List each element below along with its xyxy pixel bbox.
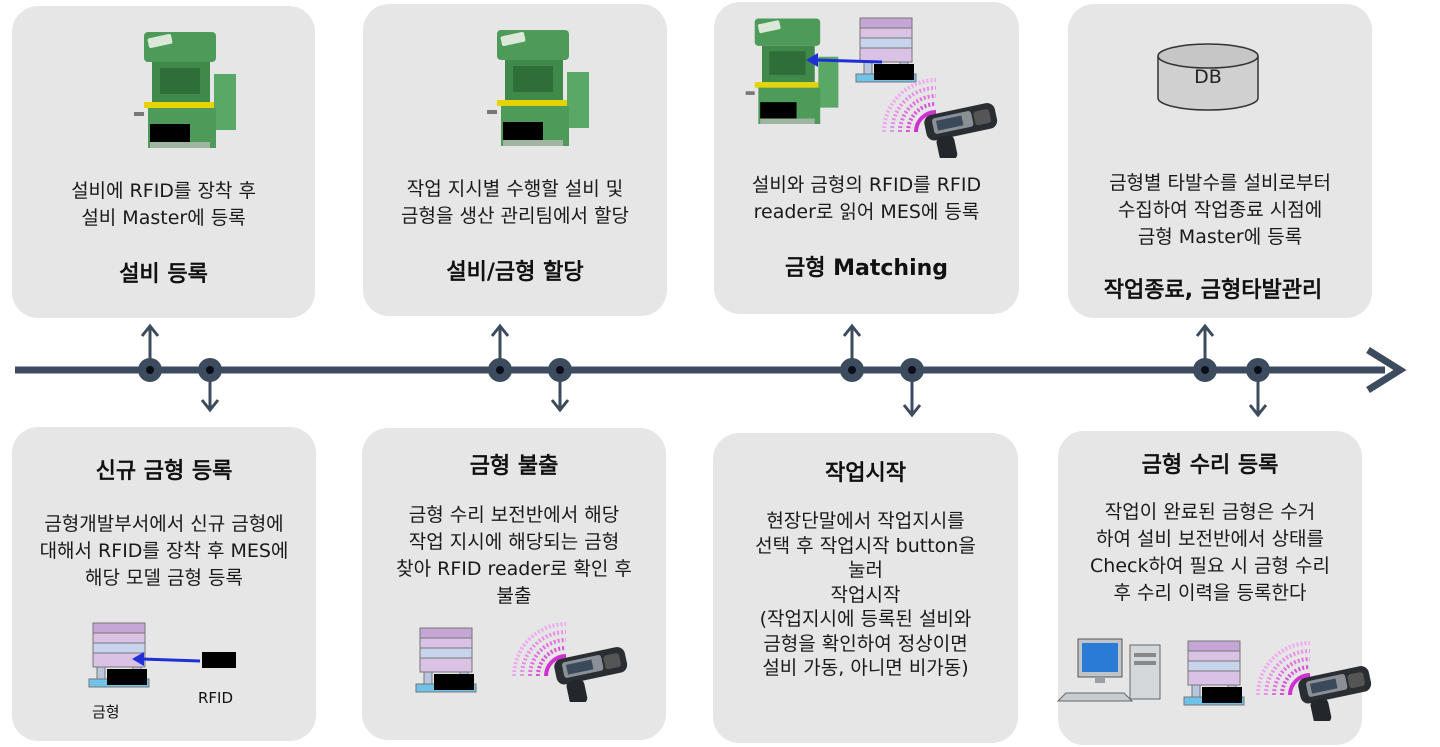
timeline-node-down [900, 358, 924, 418]
step-title: 금형 Matching [784, 256, 949, 281]
mold-label: 금형 [92, 703, 120, 721]
press-machine-icon [483, 26, 593, 156]
database-label: DB [1194, 66, 1222, 88]
step-title: 설비/금형 할당 [446, 260, 584, 285]
rfid-reader-icon [504, 612, 634, 702]
computer-icon [1056, 638, 1161, 702]
arrow-icon [132, 652, 236, 668]
timeline-node-up [1193, 323, 1217, 382]
step-title: 금형 수리 등록 [1141, 453, 1279, 478]
mold-icon [414, 626, 478, 694]
mold-icon [1182, 639, 1246, 707]
step-title: 설비 등록 [119, 262, 208, 287]
step-title: 금형 불출 [469, 454, 559, 479]
rfid-tag-icon [202, 652, 236, 668]
rfid-reader-icon [874, 68, 1004, 158]
press-machine-icon [742, 14, 842, 134]
database-icon [1157, 43, 1259, 111]
rfid-reader-icon [1248, 631, 1378, 721]
timeline-node-down [548, 358, 572, 413]
timeline-arrowhead [1366, 347, 1407, 393]
step-title: 작업시작 [825, 461, 906, 486]
timeline-node-down [198, 358, 222, 413]
step-title: 신규 금형 등록 [95, 459, 233, 484]
press-machine-icon [130, 28, 240, 158]
timeline-node-down [1246, 358, 1270, 418]
arrow-icon [806, 53, 883, 67]
timeline-node-up [488, 323, 512, 382]
timeline-node-up [840, 323, 864, 382]
step-title: 작업종료, 금형타발관리 [1103, 278, 1323, 303]
rfid-label: RFID [198, 689, 234, 707]
timeline-node-up [138, 323, 162, 382]
